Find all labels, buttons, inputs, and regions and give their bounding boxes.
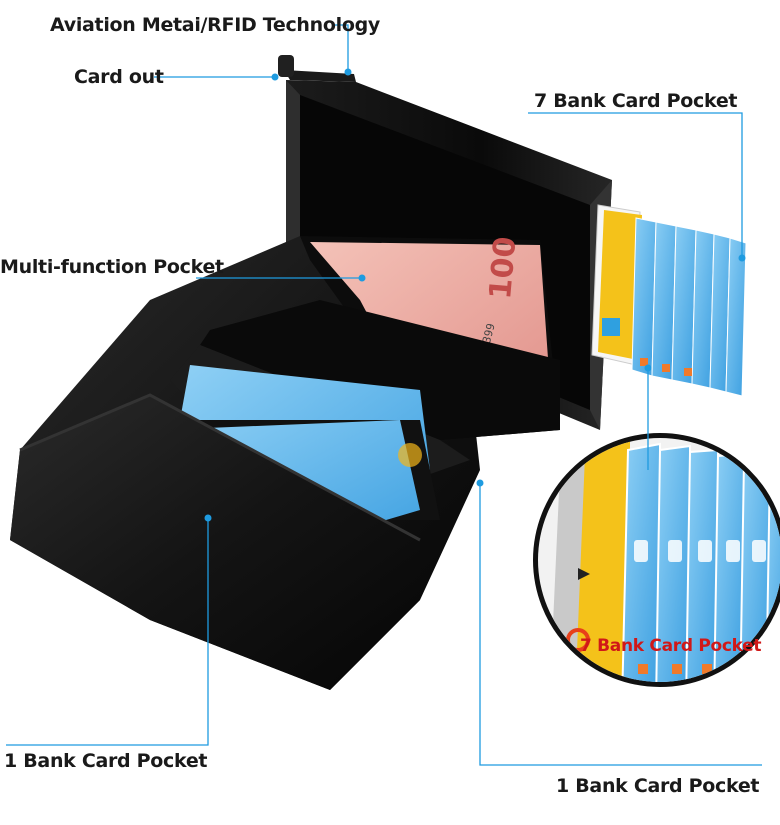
zoom-caption: 7 Bank Card Pocket (580, 636, 762, 656)
multi-function-pocket (200, 300, 560, 440)
callout-aviation-metal: Aviation Metai/RFID Technology (50, 14, 380, 36)
leather-wallet: 100 LG070566399 (10, 235, 560, 690)
callout-card-out: Card out (74, 66, 164, 88)
callout-multi-function-pocket: Multi-function Pocket (0, 256, 224, 278)
banknote-denomination: 100 (483, 235, 523, 300)
callout-seven-card-pocket: 7 Bank Card Pocket (534, 90, 738, 112)
callout-lines (6, 24, 762, 766)
card-out-button (278, 55, 294, 77)
callout-one-card-pocket-right: 1 Bank Card Pocket (556, 775, 760, 797)
callout-one-card-pocket-left: 1 Bank Card Pocket (4, 750, 208, 772)
zoom-inset (533, 433, 780, 687)
seven-card-stack (591, 204, 747, 397)
front-card-pocket (10, 395, 420, 690)
callout-dots (204, 68, 746, 522)
